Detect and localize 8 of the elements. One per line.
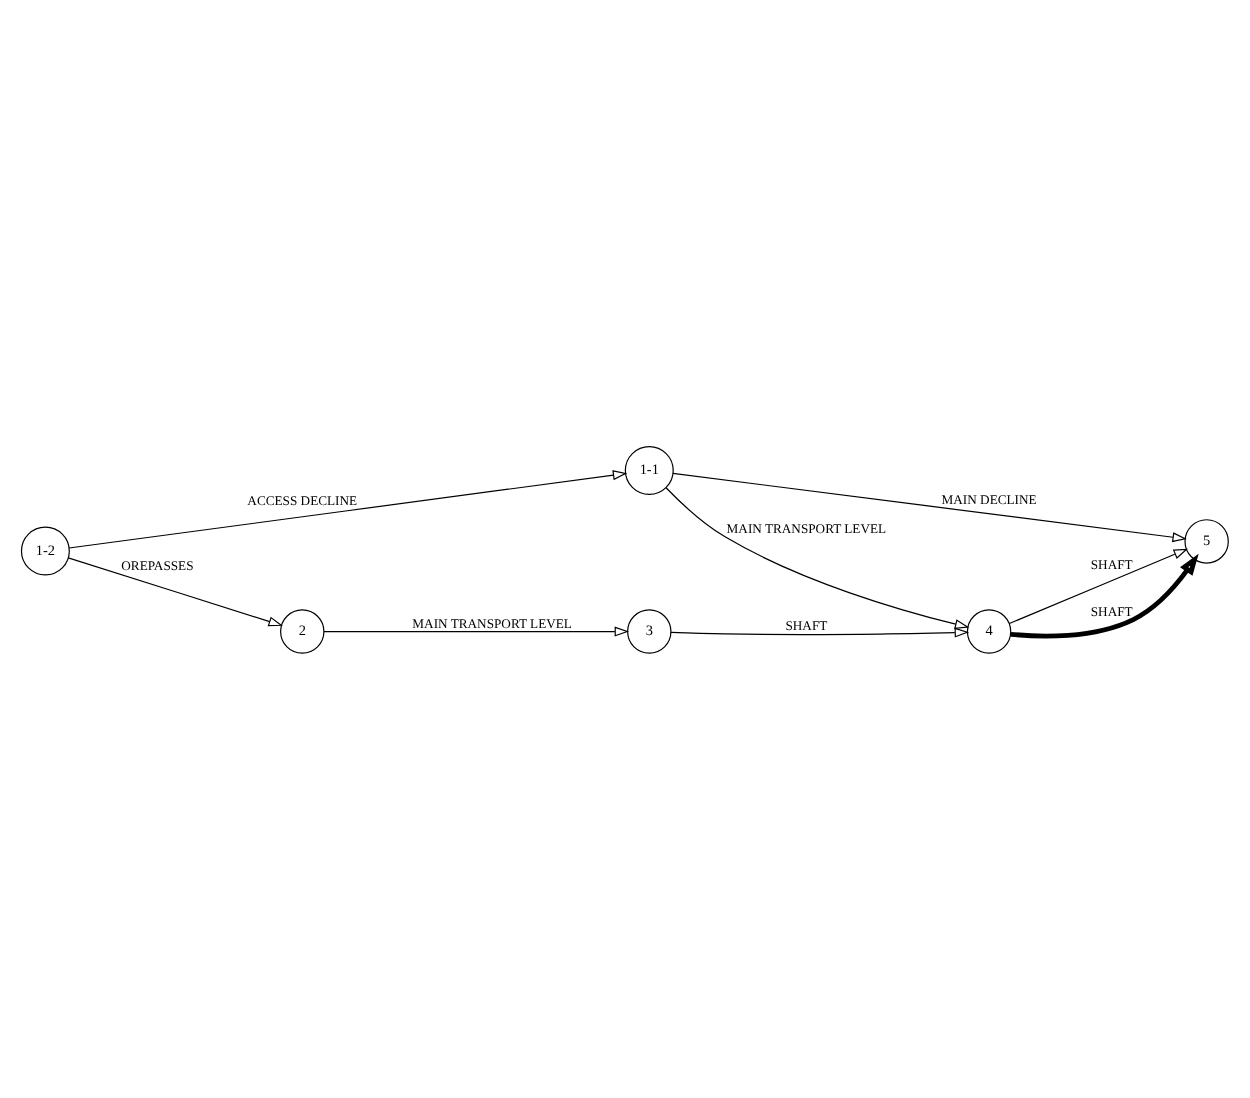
arrow [1008, 547, 1189, 624]
arrow [68, 469, 628, 548]
arrow [67, 556, 283, 626]
arrow [672, 471, 1187, 542]
arrow [323, 625, 630, 636]
arrow [1010, 552, 1199, 638]
arrow [670, 626, 970, 637]
arrow [665, 486, 970, 628]
